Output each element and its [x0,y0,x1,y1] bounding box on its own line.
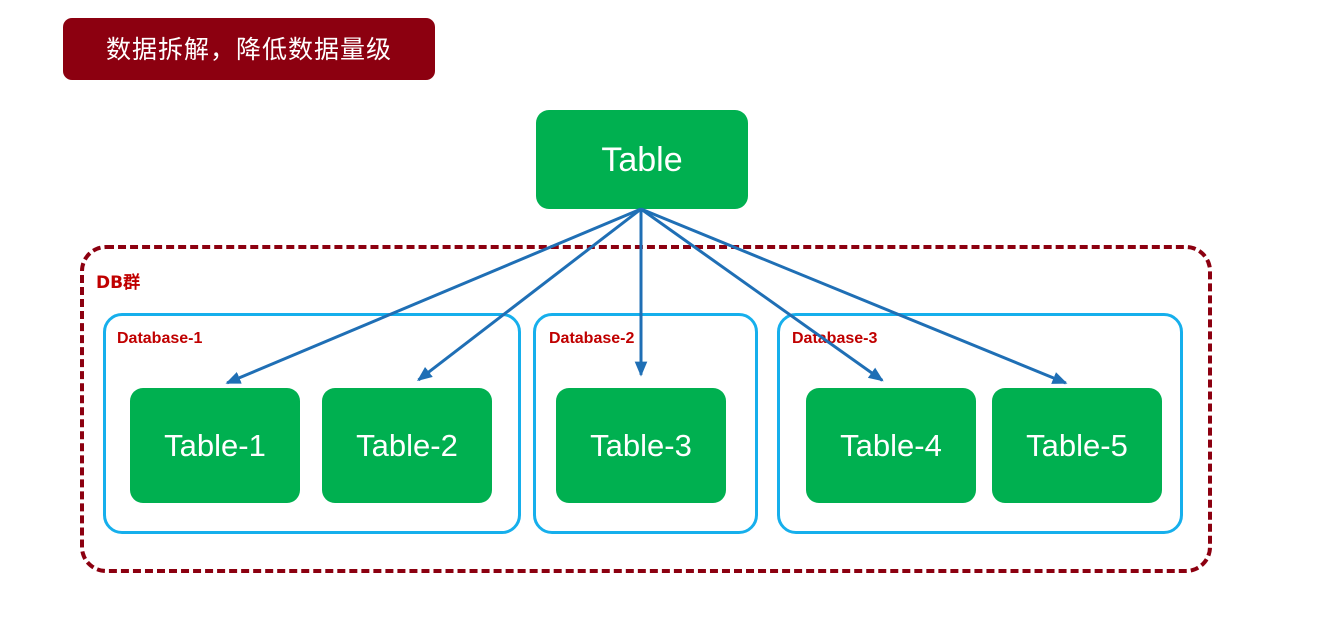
title-text: 数据拆解，降低数据量级 [105,34,392,64]
db-group-label: DB群 [96,273,141,293]
table-box-4-label: Table-4 [840,428,942,463]
table-box-3[interactable]: Table-3 [556,388,726,503]
table-box-5[interactable]: Table-5 [992,388,1162,503]
table-box-2-label: Table-2 [356,428,458,463]
table-box-3-label: Table-3 [590,428,692,463]
title-banner: 数据拆解，降低数据量级 [63,18,435,80]
table-box-4[interactable]: Table-4 [806,388,976,503]
table-box-5-label: Table-5 [1026,428,1128,463]
table-box-root[interactable]: Table [536,110,748,209]
table-box-1[interactable]: Table-1 [130,388,300,503]
table-box-2[interactable]: Table-2 [322,388,492,503]
table-box-1-label: Table-1 [164,428,266,463]
database-label-1: Database-1 [117,330,203,347]
table-box-root-label: Table [601,140,683,179]
database-label-3: Database-3 [792,330,878,347]
database-label-2: Database-2 [549,330,635,347]
